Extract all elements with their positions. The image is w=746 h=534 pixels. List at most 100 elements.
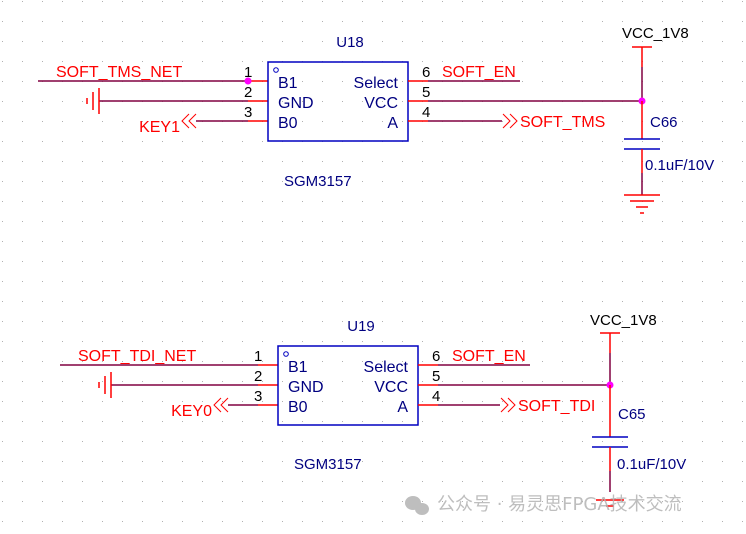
grid-dot xyxy=(2,521,3,522)
grid-dot xyxy=(42,521,43,522)
grid-dot xyxy=(602,241,603,242)
grid-dot xyxy=(382,301,383,302)
grid-dot xyxy=(622,161,623,162)
grid-dot xyxy=(282,521,283,522)
grid-dot xyxy=(602,361,603,362)
grid-dot xyxy=(562,201,563,202)
grid-dot xyxy=(322,321,323,322)
grid-dot xyxy=(402,101,403,102)
grid-dot xyxy=(222,361,223,362)
grid-dot xyxy=(582,201,583,202)
grid-dot xyxy=(742,321,743,322)
grid-dot xyxy=(602,341,603,342)
grid-dot xyxy=(42,301,43,302)
grid-dot xyxy=(122,321,123,322)
grid-dot xyxy=(422,161,423,162)
grid-dot xyxy=(602,81,603,82)
grid-dot xyxy=(602,461,603,462)
grid-dot xyxy=(2,401,3,402)
grid-dot xyxy=(562,121,563,122)
grid-dot xyxy=(582,521,583,522)
grid-dot xyxy=(682,161,683,162)
grid-dot xyxy=(702,241,703,242)
grid-dot xyxy=(662,81,663,82)
grid-dot xyxy=(122,341,123,342)
grid-dot xyxy=(102,501,103,502)
grid-dot xyxy=(722,481,723,482)
grid-dot xyxy=(342,281,343,282)
grid-dot xyxy=(522,201,523,202)
grid-dot xyxy=(582,321,583,322)
grid-dot xyxy=(42,101,43,102)
grid-dot xyxy=(562,341,563,342)
grid-dot xyxy=(102,381,103,382)
grid-dot xyxy=(742,381,743,382)
grid-dot xyxy=(622,461,623,462)
grid-dot xyxy=(722,161,723,162)
grid-dot xyxy=(222,301,223,302)
grid-dot xyxy=(682,241,683,242)
grid-dot xyxy=(302,341,303,342)
grid-dot xyxy=(402,161,403,162)
grid-dot xyxy=(342,461,343,462)
grid-dot xyxy=(622,261,623,262)
grid-dot xyxy=(702,481,703,482)
grid-dot xyxy=(482,481,483,482)
grid-dot xyxy=(522,341,523,342)
grid-dot xyxy=(642,481,643,482)
grid-dot xyxy=(302,521,303,522)
grid-dot xyxy=(162,261,163,262)
grid-dot xyxy=(602,401,603,402)
grid-dot xyxy=(662,141,663,142)
grid-dot xyxy=(282,481,283,482)
grid-dot xyxy=(42,321,43,322)
grid-dot xyxy=(122,141,123,142)
grid-dot xyxy=(462,441,463,442)
grid-dot xyxy=(242,41,243,42)
grid-dot xyxy=(562,501,563,502)
grid-dot xyxy=(682,181,683,182)
grid-dot xyxy=(662,281,663,282)
grid-dot xyxy=(482,261,483,262)
grid-dot xyxy=(382,481,383,482)
grid-dot xyxy=(162,61,163,62)
grid-dot xyxy=(662,421,663,422)
grid-dot xyxy=(2,81,3,82)
pin-name: A xyxy=(397,399,408,416)
grid-dot xyxy=(162,1,163,2)
grid-dot xyxy=(142,261,143,262)
grid-dot xyxy=(482,461,483,462)
grid-dot xyxy=(622,201,623,202)
grid-dot xyxy=(442,41,443,42)
grid-dot xyxy=(262,381,263,382)
grid-dot xyxy=(262,341,263,342)
grid-dot xyxy=(342,341,343,342)
grid-dot xyxy=(222,281,223,282)
grid-dot xyxy=(742,101,743,102)
grid-dot xyxy=(662,201,663,202)
grid-dot xyxy=(462,401,463,402)
grid-dot xyxy=(602,141,603,142)
grid-dot xyxy=(402,481,403,482)
grid-dot xyxy=(162,161,163,162)
grid-dot xyxy=(362,1,363,2)
grid-dot xyxy=(322,161,323,162)
grid-dot xyxy=(482,221,483,222)
grid-dot xyxy=(702,381,703,382)
grid-dot xyxy=(702,61,703,62)
grid-dot xyxy=(502,481,503,482)
grid-dot xyxy=(182,301,183,302)
grid-dot xyxy=(362,21,363,22)
grid-dot xyxy=(662,301,663,302)
grid-dot xyxy=(442,1,443,2)
grid-dot xyxy=(2,501,3,502)
pin-number: 6 xyxy=(422,64,430,81)
grid-dot xyxy=(382,501,383,502)
grid-dot xyxy=(262,441,263,442)
grid-dot xyxy=(142,421,143,422)
grid-dot xyxy=(622,181,623,182)
grid-dot xyxy=(442,281,443,282)
grid-dot xyxy=(302,301,303,302)
grid-dot xyxy=(402,401,403,402)
grid-dot xyxy=(622,81,623,82)
